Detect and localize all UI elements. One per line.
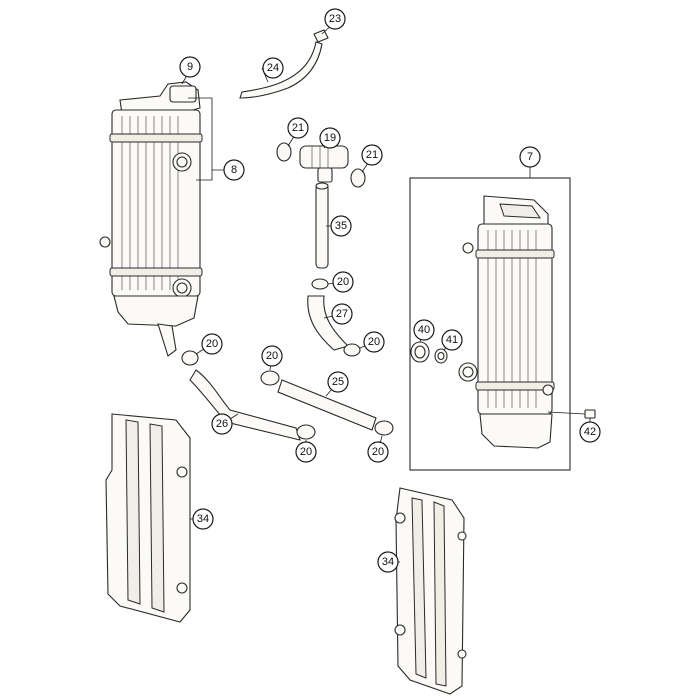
radiator-guard-right bbox=[394, 487, 467, 695]
svg-text:35: 35 bbox=[335, 220, 347, 232]
callout-26: 26 bbox=[211, 413, 233, 435]
svg-text:40: 40 bbox=[418, 324, 430, 336]
callout-19: 19 bbox=[319, 127, 341, 149]
svg-text:34: 34 bbox=[382, 556, 394, 568]
callout-41: 41 bbox=[441, 329, 463, 351]
svg-text:27: 27 bbox=[336, 308, 348, 320]
callout-34-right: 34 bbox=[377, 551, 399, 573]
callout-35: 35 bbox=[330, 215, 352, 237]
svg-text:20: 20 bbox=[372, 446, 384, 458]
screw-42 bbox=[547, 409, 596, 419]
svg-text:21: 21 bbox=[292, 122, 304, 134]
svg-text:23: 23 bbox=[329, 13, 341, 25]
svg-text:7: 7 bbox=[527, 151, 533, 163]
callout-20-c: 20 bbox=[201, 333, 223, 355]
callout-21-right: 21 bbox=[361, 144, 383, 166]
callout-34-left: 34 bbox=[192, 508, 214, 530]
callout-8: 8 bbox=[223, 159, 245, 181]
svg-text:19: 19 bbox=[324, 132, 336, 144]
hose-26 bbox=[189, 369, 301, 441]
svg-text:20: 20 bbox=[300, 446, 312, 458]
clamp-21-right bbox=[350, 168, 366, 188]
clamp-20-mid bbox=[343, 343, 361, 357]
callout-27: 27 bbox=[331, 303, 353, 325]
clamp-20-top bbox=[311, 278, 329, 290]
thermostat-19 bbox=[299, 145, 349, 183]
left-radiator bbox=[99, 81, 203, 357]
svg-text:25: 25 bbox=[332, 376, 344, 388]
svg-text:21: 21 bbox=[366, 149, 378, 161]
svg-text:42: 42 bbox=[584, 426, 596, 438]
right-radiator bbox=[409, 177, 571, 471]
callout-21-left: 21 bbox=[287, 117, 309, 139]
seal-40 bbox=[410, 341, 430, 363]
svg-text:34: 34 bbox=[197, 513, 209, 525]
clamp-20-left bbox=[181, 350, 199, 366]
svg-text:20: 20 bbox=[337, 276, 349, 288]
vent-nipple-23 bbox=[313, 29, 329, 43]
svg-text:41: 41 bbox=[446, 334, 458, 346]
clamp-20-lower-right bbox=[374, 420, 394, 436]
clamp-21-left bbox=[276, 142, 292, 162]
svg-text:24: 24 bbox=[267, 62, 279, 74]
callout-24: 24 bbox=[262, 57, 284, 79]
hose-25 bbox=[277, 379, 377, 431]
callout-23: 23 bbox=[324, 8, 346, 30]
callout-20-d: 20 bbox=[261, 345, 283, 367]
radiator-guard-left bbox=[105, 413, 191, 623]
svg-text:26: 26 bbox=[216, 418, 228, 430]
callout-9: 9 bbox=[179, 56, 201, 78]
svg-text:8: 8 bbox=[231, 164, 237, 176]
callout-40: 40 bbox=[413, 319, 435, 341]
clamp-20-lower-left bbox=[296, 424, 316, 440]
callout-42: 42 bbox=[579, 421, 601, 443]
callout-20-a: 20 bbox=[332, 271, 354, 293]
callout-20-b: 20 bbox=[363, 331, 385, 353]
callout-20-e: 20 bbox=[295, 441, 317, 463]
clamp-20-upper-mid bbox=[260, 370, 280, 386]
vent-hose-24 bbox=[239, 41, 323, 99]
svg-text:20: 20 bbox=[266, 350, 278, 362]
washer-41 bbox=[434, 348, 448, 364]
callout-25: 25 bbox=[327, 371, 349, 393]
callout-7: 7 bbox=[519, 146, 541, 168]
svg-text:9: 9 bbox=[187, 61, 193, 73]
hose-27 bbox=[307, 295, 350, 351]
pipe-35 bbox=[315, 182, 329, 269]
svg-text:20: 20 bbox=[368, 336, 380, 348]
svg-text:20: 20 bbox=[206, 338, 218, 350]
callout-20-f: 20 bbox=[367, 441, 389, 463]
